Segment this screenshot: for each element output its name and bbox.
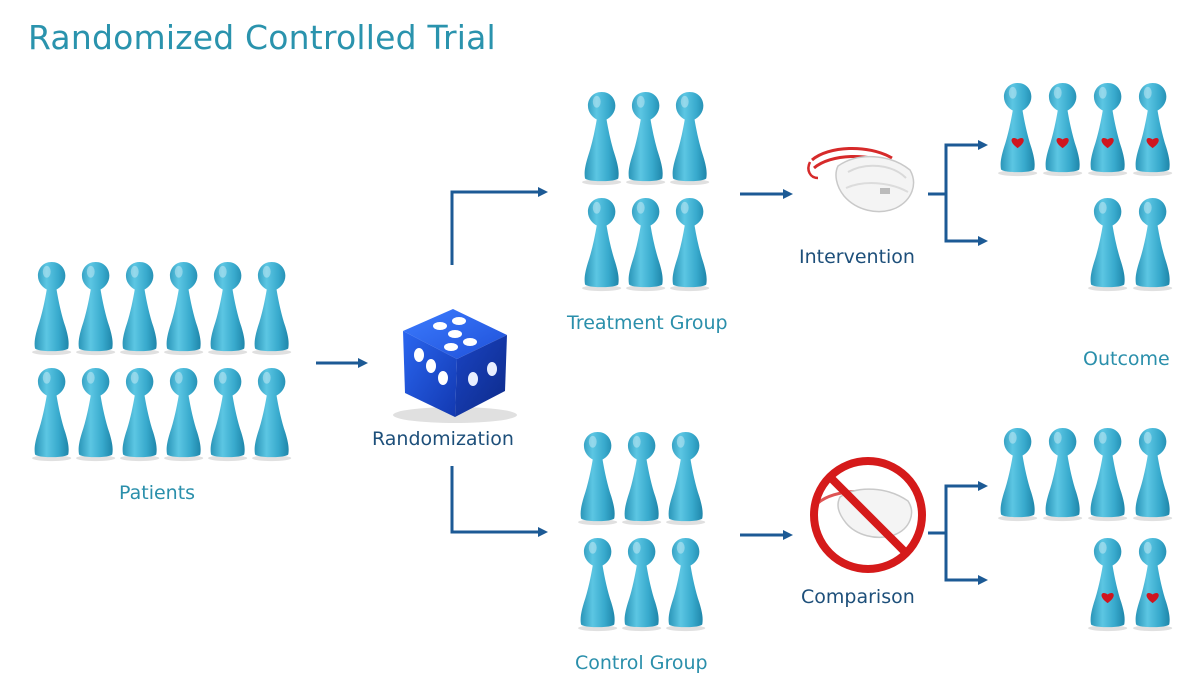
page-title: Randomized Controlled Trial [28, 18, 496, 57]
arrow-intervention-branch [928, 140, 988, 196]
patients-group [32, 262, 292, 462]
pawn [208, 368, 248, 462]
treatment-outcome-bottom-pawns [1088, 198, 1173, 292]
pawn [252, 368, 292, 462]
pawn [670, 92, 710, 186]
pawn [1088, 428, 1128, 522]
pawn-with-heart [1088, 83, 1128, 177]
label-intervention: Intervention [799, 246, 915, 268]
pawn [1133, 198, 1173, 292]
pawn [578, 538, 618, 632]
pawn-with-heart [1043, 83, 1083, 177]
pawn [626, 92, 666, 186]
pawn [622, 538, 662, 632]
pawn [120, 368, 160, 462]
pawn [582, 198, 622, 292]
pawn [252, 262, 292, 356]
pawn-with-heart [1133, 83, 1173, 177]
heart-icon [1011, 138, 1024, 149]
pawn [76, 262, 116, 356]
pawn [208, 262, 248, 356]
arrow-intervention-branch-lower [944, 194, 988, 246]
pawn [32, 262, 72, 356]
pawn [120, 262, 160, 356]
pawn [622, 432, 662, 526]
heart-icon [1101, 138, 1114, 149]
arrow-comparison-branch-lower [944, 533, 988, 585]
treatment-group-pawns [582, 92, 710, 292]
pawn [1043, 428, 1083, 522]
pawn [666, 432, 706, 526]
label-comparison: Comparison [801, 586, 915, 608]
control-group-pawns [578, 432, 706, 632]
face-mask-icon [807, 147, 915, 213]
arrow-comparison-branch [928, 481, 988, 535]
label-patients: Patients [119, 482, 196, 504]
pawn [1133, 428, 1173, 522]
heart-icon [1146, 138, 1159, 149]
pawn [164, 262, 204, 356]
pawn [32, 368, 72, 462]
control-outcome-top-pawns [998, 428, 1173, 522]
heart-icon [1146, 593, 1159, 604]
heart-icon [1101, 593, 1114, 604]
pawn [670, 198, 710, 292]
pawn [164, 368, 204, 462]
label-randomization: Randomization [372, 428, 514, 450]
dice-icon [393, 309, 517, 423]
pawn [76, 368, 116, 462]
treatment-outcome-top-pawns [998, 83, 1173, 177]
control-outcome-bottom-pawns [1088, 538, 1173, 632]
pawn [998, 428, 1038, 522]
heart-icon [1056, 138, 1069, 149]
pawn [1088, 198, 1128, 292]
label-outcome: Outcome [1083, 348, 1170, 370]
label-control-group: Control Group [575, 652, 708, 674]
no-mask-icon [810, 457, 926, 573]
pawn [578, 432, 618, 526]
label-treatment-group: Treatment Group [567, 312, 728, 334]
pawn-with-heart [1088, 538, 1128, 632]
arrow-randomization-to-control [450, 466, 548, 537]
pawn-with-heart [1133, 538, 1173, 632]
pawn-with-heart [998, 83, 1038, 177]
flow-arrows [316, 140, 988, 585]
pawn [582, 92, 622, 186]
pawn [626, 198, 666, 292]
pawn [666, 538, 706, 632]
arrow-randomization-to-treatment [450, 187, 548, 265]
